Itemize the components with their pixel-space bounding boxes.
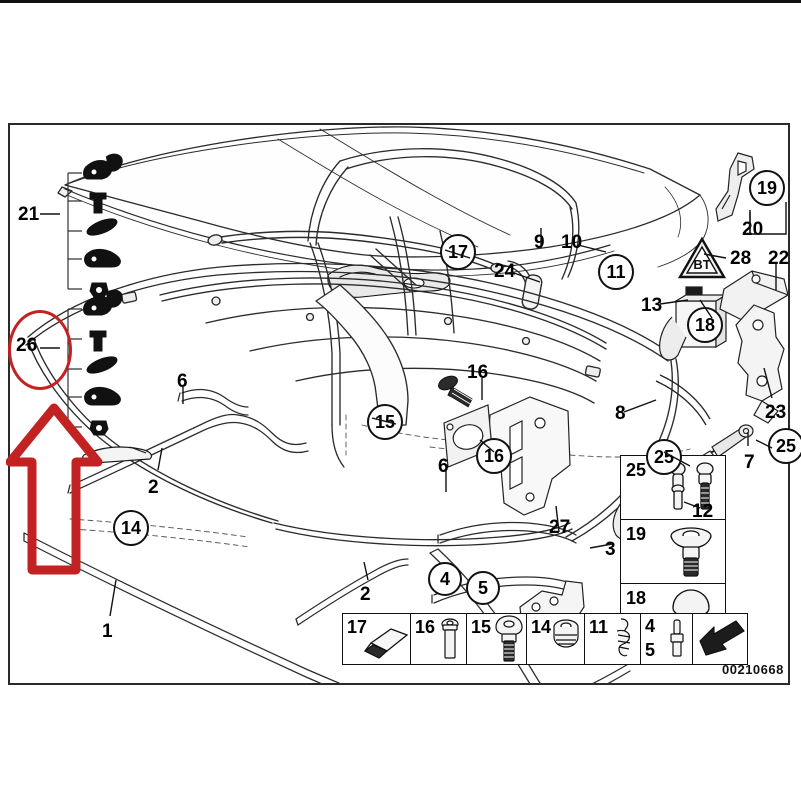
callout-8: 8 <box>615 403 626 424</box>
bottom-legend-num-2: 15 <box>471 617 492 637</box>
callout-10: 10 <box>561 232 583 253</box>
callout-15: 15 <box>367 404 403 440</box>
callout-6-left: 6 <box>177 371 188 392</box>
callout-1: 1 <box>102 621 113 642</box>
spring-pin-icon <box>616 618 631 657</box>
callout-22: 22 <box>768 248 790 269</box>
diagram-frame: BT <box>8 123 790 685</box>
callout-13: 13 <box>641 295 663 316</box>
callout-3: 3 <box>605 539 616 560</box>
callout-19: 19 <box>749 170 785 206</box>
callout-11: 11 <box>598 254 634 290</box>
callout-25-left: 25 <box>646 439 682 475</box>
bottom-legend-num-0: 17 <box>347 617 368 637</box>
soft-top-fabric <box>57 126 709 277</box>
callout-14: 14 <box>113 510 149 546</box>
flange-bolt-icon <box>495 615 523 662</box>
bottom-legend-cell-5: 4 5 <box>640 613 694 665</box>
bottom-legend-cell-6 <box>692 613 748 665</box>
svg-text:BT: BT <box>693 257 710 272</box>
callout-20: 20 <box>742 219 764 240</box>
warning-triangle-icon: BT <box>677 236 727 279</box>
bent-arrow-icon <box>699 620 745 656</box>
callout-16-top: 16 <box>467 362 489 383</box>
cap-screw-icon <box>441 618 459 659</box>
collar-bolt-icon <box>670 527 712 577</box>
callout-25-right: 25 <box>768 428 801 464</box>
bottom-legend-cell-1: 16 <box>410 613 468 665</box>
callout-2-left: 2 <box>148 477 159 498</box>
rear-hook-bracket <box>715 152 755 222</box>
callout-24: 24 <box>494 261 516 282</box>
fastener-group-26 <box>67 289 153 464</box>
bottom-legend: 17 16 <box>342 613 748 665</box>
callout-4: 4 <box>428 562 462 596</box>
diagram-id: 00210668 <box>722 662 784 677</box>
small-pin-icon <box>670 619 684 657</box>
bottom-legend-cell-2: 15 <box>466 613 528 665</box>
nut-sleeve-icon <box>553 619 579 648</box>
callout-16-circled: 16 <box>476 438 512 474</box>
trim-cover-panel <box>719 270 788 322</box>
callout-5: 5 <box>466 571 500 605</box>
bottom-legend-num-4: 11 <box>589 617 609 637</box>
right-legend-num-0: 25 <box>626 460 647 480</box>
bottom-legend-num-5b: 5 <box>645 640 656 660</box>
bottom-legend-num-5a: 4 <box>645 616 656 636</box>
right-legend-num-1: 19 <box>626 524 647 544</box>
right-legend-cell-1: 19 <box>620 519 726 585</box>
hinge-screw <box>438 375 475 410</box>
frame-tube-8 <box>655 374 711 426</box>
highlight-circle-26 <box>8 310 72 390</box>
bottom-legend-cell-3: 14 <box>526 613 586 665</box>
callout-17: 17 <box>440 234 476 270</box>
bottom-legend-cell-4: 11 <box>584 613 642 665</box>
bottom-legend-cell-0: 17 <box>342 613 412 665</box>
bottom-legend-num-1: 16 <box>415 617 436 637</box>
callout-9: 9 <box>534 232 545 253</box>
top-rule <box>0 0 801 3</box>
flat-pad-icon <box>363 628 409 659</box>
right-legend-num-2: 18 <box>626 588 647 608</box>
highlight-arrow-up <box>6 403 103 575</box>
bottom-legend-num-3: 14 <box>531 617 552 637</box>
callout-7: 7 <box>744 452 755 473</box>
callout-28: 28 <box>730 248 752 269</box>
callout-18: 18 <box>687 307 723 343</box>
fastener-group-21 <box>67 153 123 298</box>
callout-21: 21 <box>18 204 40 225</box>
callout-27: 27 <box>549 517 571 538</box>
callout-2-bottom: 2 <box>360 584 371 605</box>
callout-6-right: 6 <box>438 456 449 477</box>
callout-12: 12 <box>692 501 714 522</box>
callout-23: 23 <box>765 402 787 423</box>
